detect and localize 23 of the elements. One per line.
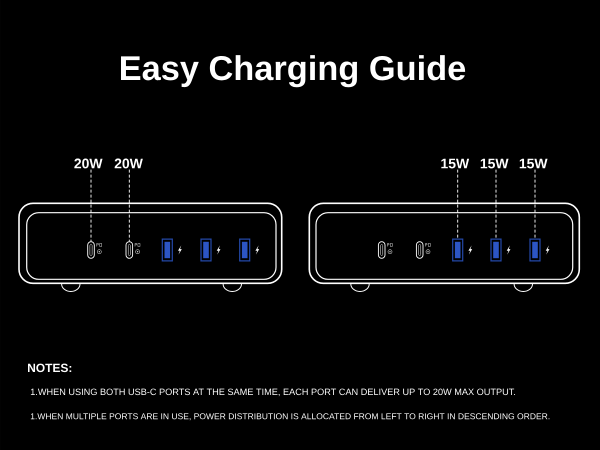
title: Easy Charging Guide [121,55,466,88]
leader-line [534,169,536,239]
leader-line [128,169,130,242]
notes-heading: NOTES: [28,364,72,372]
usb-a-port [200,238,212,262]
leader-line [90,169,92,242]
usb-c-port [378,241,386,259]
note-text: 1.WHEN USING BOTH USB-C PORTS AT THE SAME TIME, EACH PORT CAN DELIVER UP TO 20W MAX OUTPUT. [30,388,516,396]
note-text: 1.WHEN MULTIPLE PORTS ARE IN USE, POWER DISTRIBUTION IS ALLOCATED FROM LEFT TO RIGHT IN DESCENDING ORDER. [30,413,550,420]
wattage-label: 20W [74,158,103,168]
usb-a-port [452,238,464,262]
usb-c-port [416,241,424,259]
usb-a-port [529,238,541,262]
wattage-label: 20W [114,158,143,168]
usb-a-port [490,238,502,262]
wattage-label: 15W [441,158,470,168]
usb-a-port [239,238,250,262]
wattage-label: 15W [480,158,509,168]
wattage-label: 15W [520,158,548,168]
usb-c-port [87,241,95,259]
leader-line [457,169,458,239]
usb-a-port [162,238,173,262]
usb-c-port [126,241,134,259]
